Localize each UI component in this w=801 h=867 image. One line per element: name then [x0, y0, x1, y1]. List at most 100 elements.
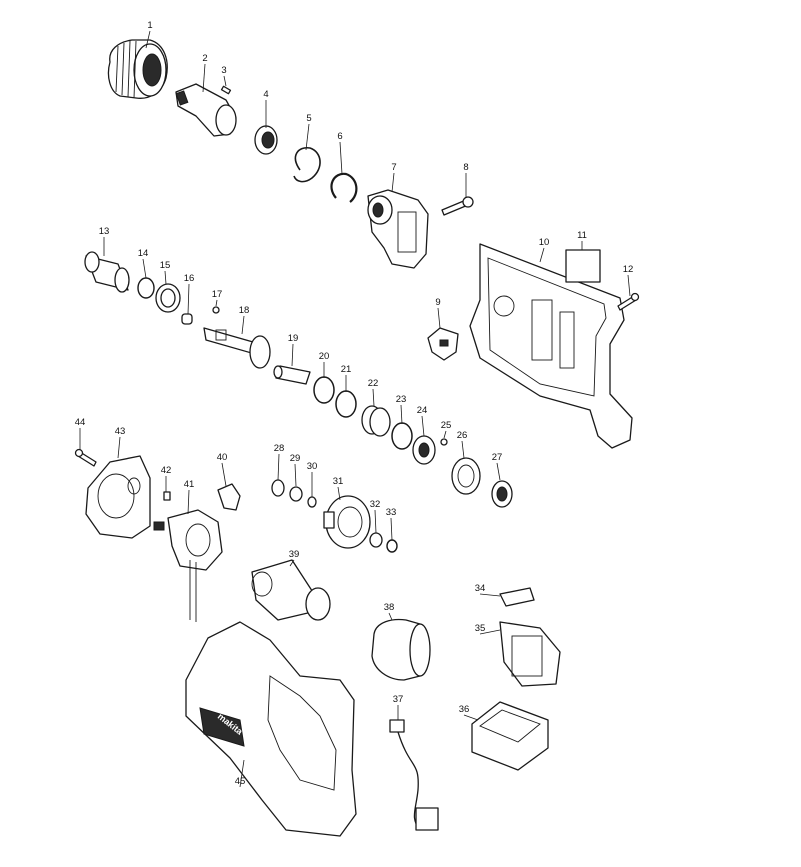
part-number-19: 19: [288, 333, 299, 344]
leader-line-9: [437, 307, 441, 329]
leader-line-43: [117, 436, 121, 459]
part-number-30: 30: [307, 461, 318, 472]
part-25-pin: [440, 438, 448, 446]
part-number-22: 22: [368, 378, 379, 389]
part-24-bearing: [412, 435, 436, 465]
part-number-37: 37: [393, 694, 404, 705]
part-38-field: [371, 618, 431, 681]
part-number-27: 27: [492, 452, 503, 463]
part-number-36: 36: [459, 704, 470, 715]
part-number-2: 2: [202, 53, 207, 64]
part-37-terminal-lead: [389, 719, 439, 831]
leader-line-29: [294, 463, 297, 487]
leader-line-27: [496, 462, 501, 481]
leader-line-7: [391, 172, 395, 193]
leader-line-10: [539, 247, 545, 263]
part-number-9: 9: [435, 297, 440, 308]
part-28-washer: [271, 479, 285, 497]
leader-line-28: [277, 453, 280, 481]
leader-line-14: [142, 258, 147, 279]
part-32-bushing: [369, 532, 383, 548]
part-44-screw: [74, 448, 97, 467]
part-number-8: 8: [463, 162, 468, 173]
part-number-21: 21: [341, 364, 352, 375]
part-40-clip: [217, 483, 241, 511]
part-34-lever: [499, 587, 535, 607]
part-39-armature: [251, 559, 331, 621]
part-number-13: 13: [99, 226, 110, 237]
part-number-1: 1: [147, 20, 152, 31]
part-19-striker: [273, 365, 311, 385]
part-5-retaining-ring: [293, 146, 321, 183]
part-number-11: 11: [577, 230, 587, 241]
leader-line-2: [202, 63, 206, 93]
part-42-small-part: [163, 491, 171, 501]
part-17-steel-ball: [212, 306, 220, 314]
part-1-chuck-sleeve: [107, 39, 168, 99]
part-number-4: 4: [263, 89, 268, 100]
part-number-29: 29: [290, 453, 301, 464]
leader-line-39: [289, 559, 295, 567]
part-number-25: 25: [441, 420, 452, 431]
part-3-small-pin: [220, 85, 232, 95]
part-number-38: 38: [384, 602, 395, 613]
part-number-10: 10: [539, 237, 550, 248]
leader-line-16: [187, 283, 190, 315]
part-4-bearing-ring: [254, 125, 278, 155]
part-21-o-ring: [335, 390, 357, 418]
leader-line-34: [479, 593, 501, 597]
leader-line-18: [241, 315, 245, 335]
part-45-housing-set: [185, 621, 357, 837]
part-22-sleeve: [361, 405, 391, 437]
leader-line-23: [400, 404, 403, 425]
part-43-rear-cover: [85, 455, 151, 539]
part-35-switch: [499, 621, 561, 687]
part-11-label: [565, 249, 601, 283]
leader-line-3: [223, 75, 227, 87]
part-number-33: 33: [386, 507, 397, 518]
part-number-24: 24: [417, 405, 428, 416]
leader-line-19: [291, 343, 294, 367]
part-20-o-ring: [313, 376, 335, 404]
part-10-motor-housing: [469, 243, 633, 449]
leader-line-33: [390, 517, 393, 541]
part-9-lever: [427, 327, 459, 361]
part-7-gear-housing: [367, 189, 429, 269]
leader-line-32: [374, 509, 377, 534]
part-36-controller: [471, 701, 549, 771]
leader-line-40: [221, 462, 227, 487]
part-number-12: 12: [623, 264, 634, 275]
leader-line-17: [215, 299, 218, 307]
part-number-26: 26: [457, 430, 468, 441]
part-number-45: 45: [235, 776, 246, 787]
leader-line-26: [461, 440, 465, 459]
part-30-washer: [307, 496, 317, 508]
part-27-bearing: [491, 480, 513, 508]
part-number-18: 18: [239, 305, 250, 316]
leader-line-24: [421, 415, 425, 437]
part-41-brush-plate: [153, 509, 223, 622]
leader-line-22: [372, 388, 375, 407]
part-number-40: 40: [217, 452, 228, 463]
part-33-ring: [386, 539, 398, 553]
part-26-gear: [451, 457, 481, 495]
leader-line-12: [627, 274, 631, 297]
part-6-spring-clip: [330, 172, 358, 203]
part-23-o-ring: [391, 422, 413, 450]
part-31-spur-gear: [323, 495, 371, 549]
leader-line-31: [337, 486, 341, 501]
leader-line-6: [339, 141, 343, 175]
part-29-bushing: [289, 486, 303, 502]
part-16-sleeve: [181, 313, 193, 325]
part-number-42: 42: [161, 465, 172, 476]
part-13-cylinder: [84, 251, 130, 293]
leader-line-5: [305, 123, 310, 151]
part-14-o-ring: [137, 277, 155, 299]
part-number-44: 44: [75, 417, 86, 428]
part-8-screw: [441, 196, 474, 216]
leader-line-41: [187, 489, 190, 515]
part-number-3: 3: [221, 65, 226, 76]
part-number-17: 17: [212, 289, 223, 300]
part-number-41: 41: [184, 479, 195, 490]
